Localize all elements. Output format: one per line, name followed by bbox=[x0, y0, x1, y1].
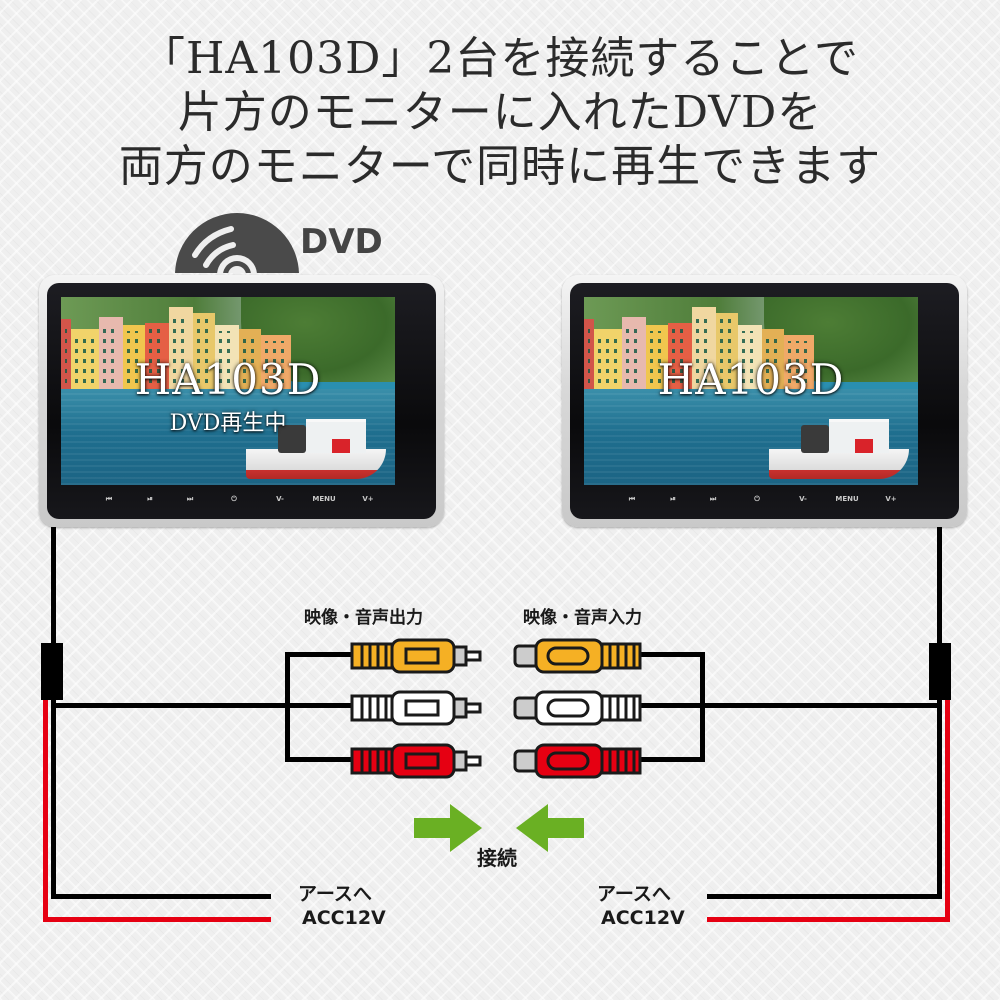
monitor-screen: HA103D bbox=[584, 297, 918, 485]
arrow-right-icon bbox=[414, 804, 482, 852]
volume-up-button[interactable]: V+ bbox=[362, 495, 374, 503]
output-plug-yellow bbox=[350, 638, 482, 674]
monitor-screen: HA103D DVD再生中 bbox=[61, 297, 395, 485]
left-fuse-holder bbox=[41, 643, 63, 700]
input-jack-yellow bbox=[513, 638, 642, 674]
menu-button[interactable]: MENU bbox=[835, 495, 859, 503]
right-fuse-holder bbox=[929, 643, 951, 700]
left-acc-wire bbox=[43, 700, 48, 922]
arrow-left-icon bbox=[516, 804, 584, 852]
left-ground-wire bbox=[51, 527, 56, 899]
volume-down-button[interactable]: V- bbox=[276, 495, 284, 503]
play-pause-button[interactable]: ⏯ bbox=[147, 495, 153, 503]
prev-button[interactable]: ⏮ bbox=[105, 495, 113, 503]
headline-line-3: 両方のモニターで同時に再生できます bbox=[118, 141, 882, 192]
model-title: HA103D bbox=[134, 355, 322, 404]
input-jack-white bbox=[513, 690, 642, 726]
volume-down-button[interactable]: V- bbox=[799, 495, 807, 503]
harbor-scene-image bbox=[61, 297, 395, 485]
playback-status: DVD再生中 bbox=[169, 411, 287, 436]
dvd-label: DVD bbox=[300, 222, 383, 262]
right-av-cable bbox=[640, 703, 940, 708]
left-ground-label: アースへ bbox=[298, 883, 372, 905]
right-acc-wire-end bbox=[707, 917, 950, 922]
left-av-splitter bbox=[285, 652, 290, 762]
right-ground-wire-end bbox=[707, 894, 942, 899]
headline: 「HA103D」2台を接続することで 片方のモニターに入れたDVDを 両方のモニ… bbox=[0, 32, 1000, 194]
headline-line-2: 片方のモニターに入れたDVDを bbox=[177, 87, 823, 138]
volume-up-button[interactable]: V+ bbox=[885, 495, 897, 503]
menu-button[interactable]: MENU bbox=[312, 495, 336, 503]
right-av-branch-yellow bbox=[635, 652, 705, 657]
power-button[interactable]: ⏻ bbox=[231, 495, 237, 503]
left-av-branch-red bbox=[285, 757, 355, 762]
next-button[interactable]: ⏭ bbox=[186, 495, 194, 503]
play-pause-button[interactable]: ⏯ bbox=[670, 495, 676, 503]
left-ground-wire-end bbox=[51, 894, 271, 899]
right-ground-label: アースへ bbox=[597, 883, 671, 905]
input-jack-red bbox=[513, 743, 642, 779]
right-av-splitter bbox=[700, 652, 705, 762]
left-acc-wire-end bbox=[43, 917, 271, 922]
right-acc-label: ACC12V bbox=[601, 907, 685, 929]
right-acc-wire bbox=[945, 700, 950, 922]
boat bbox=[246, 417, 386, 479]
next-button[interactable]: ⏭ bbox=[709, 495, 717, 503]
harbor-scene-image bbox=[584, 297, 918, 485]
prev-button[interactable]: ⏮ bbox=[628, 495, 636, 503]
model-title: HA103D bbox=[657, 355, 845, 404]
left-acc-label: ACC12V bbox=[302, 907, 386, 929]
monitor-right: HA103D ⏮ ⏯ ⏭ ⏻ V- MENU V+ bbox=[562, 275, 967, 527]
output-plug-red bbox=[350, 743, 482, 779]
av-input-label: 映像・音声入力 bbox=[523, 608, 642, 628]
output-plug-white bbox=[350, 690, 482, 726]
left-av-cable bbox=[56, 703, 356, 708]
headline-line-1: 「HA103D」2台を接続することで bbox=[140, 33, 860, 84]
boat bbox=[769, 417, 909, 479]
left-av-branch-yellow bbox=[285, 652, 355, 657]
monitor-left: HA103D DVD再生中 ⏮ ⏯ ⏭ ⏻ V- MENU V+ bbox=[39, 275, 444, 527]
dvd-disc-icon bbox=[173, 211, 301, 273]
connect-label: 接続 bbox=[477, 846, 517, 870]
control-bar: ⏮ ⏯ ⏭ ⏻ V- MENU V+ bbox=[39, 495, 444, 513]
right-av-branch-red bbox=[635, 757, 705, 762]
right-ground-wire bbox=[937, 527, 942, 899]
control-bar: ⏮ ⏯ ⏭ ⏻ V- MENU V+ bbox=[562, 495, 967, 513]
power-button[interactable]: ⏻ bbox=[754, 495, 760, 503]
av-output-label: 映像・音声出力 bbox=[304, 608, 423, 628]
